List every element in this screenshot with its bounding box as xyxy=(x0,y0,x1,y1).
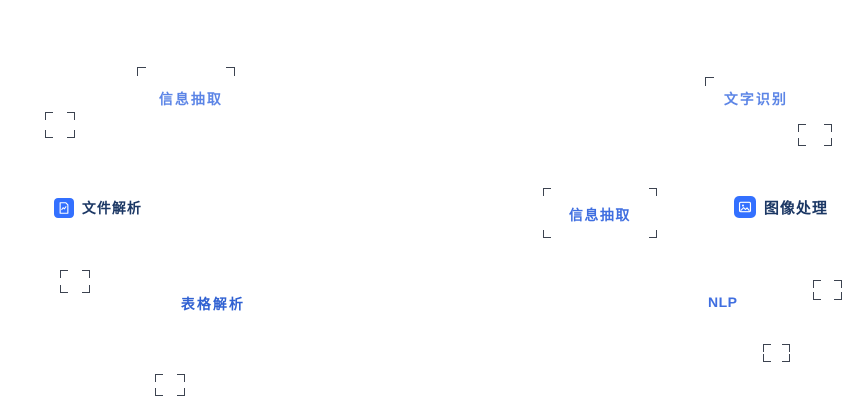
scan-frame xyxy=(798,124,832,146)
corner-bracket-icon xyxy=(45,130,53,138)
corner-bracket-icon xyxy=(649,230,657,238)
corner-bracket-icon xyxy=(813,292,821,300)
corner-bracket-icon xyxy=(226,67,235,76)
corner-bracket-icon xyxy=(798,138,806,146)
scan-frame xyxy=(45,112,75,138)
tag-table-parsing: 表格解析 xyxy=(181,296,245,312)
corner-bracket-icon xyxy=(813,280,821,288)
corner-bracket-icon xyxy=(543,188,551,196)
chip-image-processing-label: 图像处理 xyxy=(764,199,829,217)
corner-bracket-icon xyxy=(155,374,163,382)
chip-file-parsing: 文件解析 xyxy=(54,198,142,218)
corner-bracket-icon xyxy=(82,270,90,278)
tag-text-recognition: 文字识别 xyxy=(724,91,788,107)
scan-frame xyxy=(155,374,185,396)
corner-bracket-icon xyxy=(155,388,163,396)
document-parse-icon xyxy=(54,198,74,218)
tag-info-extraction-center: 信息抽取 xyxy=(569,207,631,223)
scan-frame xyxy=(543,188,657,238)
tag-info-extraction-top: 信息抽取 xyxy=(159,91,223,107)
scan-frame xyxy=(60,270,90,293)
corner-bracket-icon xyxy=(137,67,146,76)
chip-file-parsing-label: 文件解析 xyxy=(82,200,142,216)
image-process-icon xyxy=(734,196,756,218)
corner-bracket-icon xyxy=(782,354,790,362)
corner-bracket-icon xyxy=(177,388,185,396)
corner-bracket-icon xyxy=(177,374,185,382)
corner-bracket-icon xyxy=(763,354,771,362)
corner-bracket-icon xyxy=(543,230,551,238)
tag-nlp: NLP xyxy=(708,294,738,310)
corner-bracket-icon xyxy=(834,280,842,288)
corner-bracket-icon xyxy=(60,285,68,293)
corner-bracket-icon xyxy=(824,138,832,146)
corner-bracket-icon xyxy=(67,130,75,138)
corner-bracket-icon xyxy=(782,344,790,352)
corner-bracket-icon xyxy=(763,344,771,352)
corner-bracket-icon xyxy=(649,188,657,196)
corner-bracket-icon xyxy=(60,270,68,278)
chip-image-processing: 图像处理 xyxy=(734,196,828,218)
corner-bracket-icon xyxy=(67,112,75,120)
corner-bracket-icon xyxy=(798,124,806,132)
corner-bracket-icon xyxy=(705,77,714,86)
corner-bracket-icon xyxy=(45,112,53,120)
corner-bracket-icon xyxy=(834,292,842,300)
corner-bracket-icon xyxy=(824,124,832,132)
scan-frame xyxy=(813,280,842,300)
corner-bracket-icon xyxy=(82,285,90,293)
scan-frame xyxy=(763,344,790,362)
